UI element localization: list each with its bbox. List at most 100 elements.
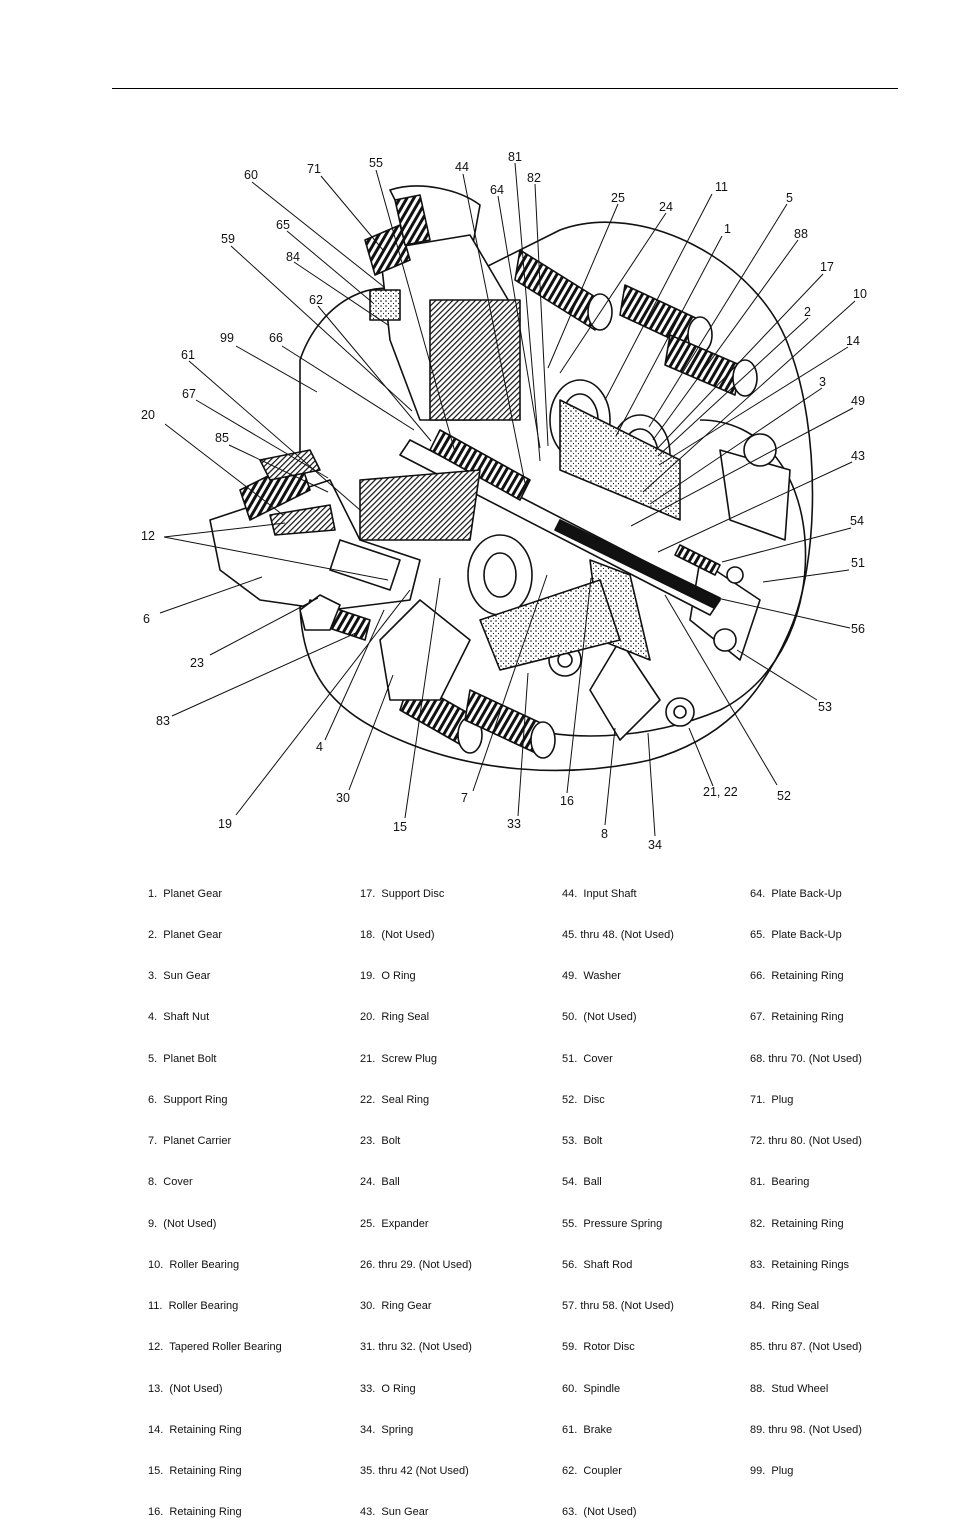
callout-56: 56 bbox=[851, 622, 865, 636]
legend-column-1: 1. Planet Gear 2. Planet Gear 3. Sun Gea… bbox=[148, 860, 282, 1534]
legend-item: 21. Screw Plug bbox=[360, 1052, 438, 1065]
legend-item: 99. Plug bbox=[750, 1465, 794, 1477]
callout-49: 49 bbox=[851, 394, 865, 408]
callout-51: 51 bbox=[851, 556, 865, 570]
callout-21-22: 21, 22 bbox=[703, 785, 738, 799]
legend-item: 50. (Not Used) bbox=[562, 1011, 637, 1024]
legend-item: 2. Planet Gear bbox=[148, 928, 222, 941]
legend-column-2: 17. Support Disc 18. (Not Used) 19. O Ri… bbox=[360, 860, 472, 1534]
callout-64: 64 bbox=[490, 183, 504, 197]
legend-item: 25. Expander bbox=[360, 1217, 429, 1230]
callout-1: 1 bbox=[724, 222, 731, 236]
assembly-artwork bbox=[209, 185, 814, 772]
callout-6: 6 bbox=[143, 612, 150, 626]
legend-item: 8. Cover bbox=[148, 1176, 193, 1189]
legend-item: 4. Shaft Nut bbox=[148, 1011, 210, 1024]
callout-25: 25 bbox=[611, 191, 625, 205]
callout-66: 66 bbox=[269, 331, 283, 345]
legend-item: 44. Input Shaft bbox=[562, 887, 637, 900]
callout-55: 55 bbox=[369, 156, 383, 170]
legend-item: 57. thru 58. (Not Used) bbox=[562, 1300, 674, 1312]
callout-85: 85 bbox=[215, 431, 229, 445]
legend-item: 66. Retaining Ring bbox=[750, 970, 844, 982]
callout-20: 20 bbox=[141, 408, 155, 422]
legend-item: 53. Bolt bbox=[562, 1135, 603, 1147]
legend-item: 45. thru 48. (Not Used) bbox=[562, 928, 674, 941]
friction-plates bbox=[429, 299, 521, 421]
legend-item: 85. thru 87. (Not Used) bbox=[750, 1341, 862, 1354]
callout-11: 11 bbox=[715, 180, 728, 194]
legend-item: 55. Pressure Spring bbox=[562, 1217, 663, 1230]
ball-54 bbox=[726, 566, 744, 584]
legend-item: 49. Washer bbox=[562, 970, 621, 982]
ball-54-screw bbox=[674, 544, 721, 576]
legend-item: 16. Retaining Ring bbox=[148, 1506, 242, 1519]
legend-item: 60. Spindle bbox=[562, 1382, 621, 1395]
legend-item: 7. Planet Carrier bbox=[148, 1135, 232, 1147]
legend-item: 5. Planet Bolt bbox=[148, 1052, 217, 1065]
callout-2: 2 bbox=[804, 305, 811, 319]
legend-item: 64. Plate Back-Up bbox=[750, 887, 842, 900]
callout-59: 59 bbox=[221, 232, 235, 246]
tapered-roller-bearing bbox=[329, 539, 401, 591]
callout-82: 82 bbox=[527, 171, 541, 185]
legend-item: 23. Bolt bbox=[360, 1135, 401, 1147]
legend-item: 82. Retaining Ring bbox=[750, 1217, 844, 1230]
legend-item: 84. Ring Seal bbox=[750, 1300, 820, 1312]
leader-lines bbox=[159, 162, 856, 837]
callout-54: 54 bbox=[850, 514, 864, 528]
callout-33: 33 bbox=[507, 817, 521, 831]
legend-item: 72. thru 80. (Not Used) bbox=[750, 1135, 862, 1147]
legend-item: 14. Retaining Ring bbox=[148, 1423, 242, 1436]
legend-item: 62. Coupler bbox=[562, 1465, 622, 1477]
callout-84: 84 bbox=[286, 250, 300, 264]
legend-item: 52. Disc bbox=[562, 1093, 605, 1106]
legend-item: 65. Plate Back-Up bbox=[750, 928, 842, 941]
legend-item: 20. Ring Seal bbox=[360, 1011, 430, 1024]
callout-12: 12 bbox=[141, 529, 155, 543]
carrier-lower bbox=[479, 579, 621, 671]
legend-item: 51. Cover bbox=[562, 1052, 613, 1065]
legend-item: 17. Support Disc bbox=[360, 887, 445, 900]
callout-5: 5 bbox=[786, 191, 793, 205]
callout-14: 14 bbox=[846, 334, 860, 348]
legend-item: 56. Shaft Rod bbox=[562, 1258, 633, 1271]
legend-item: 81. Bearing bbox=[750, 1176, 810, 1189]
pressure-spring bbox=[429, 429, 531, 501]
cover-bolt-hole bbox=[743, 433, 777, 467]
callout-8: 8 bbox=[601, 827, 608, 841]
legend-item: 89. thru 98. (Not Used) bbox=[750, 1423, 862, 1436]
legend-item: 10. Roller Bearing bbox=[148, 1258, 240, 1271]
legend-item: 6. Support Ring bbox=[148, 1093, 228, 1106]
callout-43: 43 bbox=[851, 449, 865, 463]
callout-16: 16 bbox=[560, 794, 574, 808]
legend-column-3: 44. Input Shaft 45. thru 48. (Not Used) … bbox=[562, 860, 674, 1534]
legend-item: 83. Retaining Rings bbox=[750, 1258, 850, 1271]
shaft-rod bbox=[554, 519, 721, 609]
ring-seal-84 bbox=[369, 289, 401, 321]
legend-item: 67. Retaining Ring bbox=[750, 1011, 844, 1024]
legend-item: 68. thru 70. (Not Used) bbox=[750, 1052, 862, 1065]
rear-cover-face bbox=[499, 419, 807, 737]
callout-83: 83 bbox=[156, 714, 170, 728]
legend-column-4: 64. Plate Back-Up 65. Plate Back-Up 66. … bbox=[750, 860, 862, 1493]
callout-labels: 71 55 44 81 82 64 60 25 24 11 5 65 1 88 … bbox=[141, 150, 867, 852]
callout-19: 19 bbox=[218, 817, 232, 831]
legend-item: 61. Brake bbox=[562, 1423, 613, 1436]
planetary-drive-cutaway-diagram: 71 55 44 81 82 64 60 25 24 11 5 65 1 88 … bbox=[141, 150, 867, 852]
stud-wheels bbox=[399, 249, 758, 759]
callout-44: 44 bbox=[455, 160, 469, 174]
callout-17: 17 bbox=[820, 260, 834, 274]
legend-item: 3. Sun Gear bbox=[148, 970, 211, 982]
callout-71: 71 bbox=[307, 162, 321, 176]
legend-item: 22. Seal Ring bbox=[360, 1093, 430, 1106]
callout-30: 30 bbox=[336, 791, 350, 805]
legend-item: 63. (Not Used) bbox=[562, 1506, 637, 1519]
legend-item: 59. Rotor Disc bbox=[562, 1341, 635, 1354]
callout-65: 65 bbox=[276, 218, 290, 232]
callout-62: 62 bbox=[309, 293, 323, 307]
legend-item: 43. Sun Gear bbox=[360, 1506, 429, 1519]
callout-24: 24 bbox=[659, 200, 673, 214]
seal-85 bbox=[259, 449, 321, 481]
callout-23: 23 bbox=[190, 656, 204, 670]
